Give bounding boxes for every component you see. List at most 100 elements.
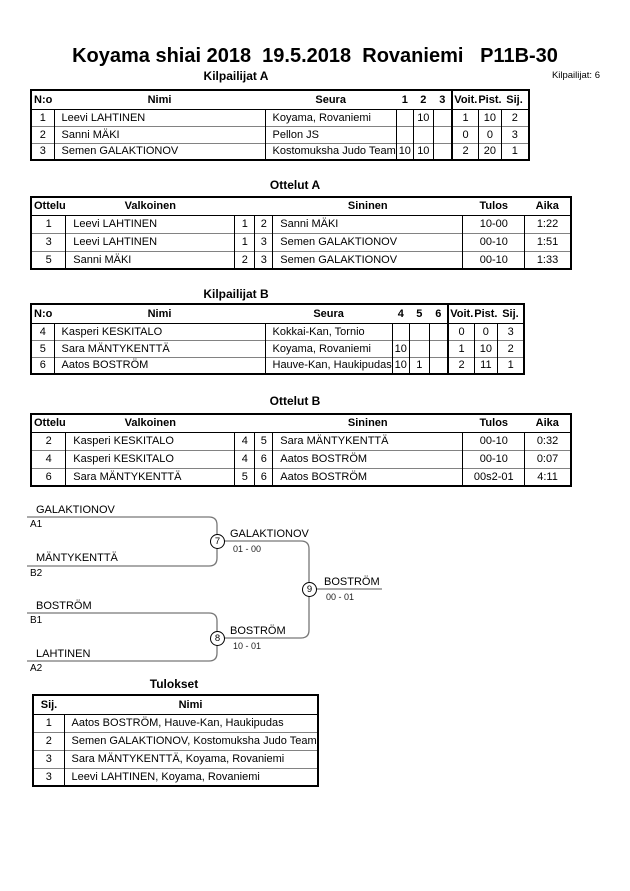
column-header bbox=[234, 197, 255, 216]
table-cell: 0:07 bbox=[524, 449, 571, 468]
table-cell bbox=[408, 339, 430, 357]
table-cell: 1 bbox=[31, 214, 66, 233]
table-cell: Semen GALAKTIONOV, Kostomuksha Judo Team bbox=[63, 731, 318, 750]
table-cell: 2 bbox=[254, 214, 273, 233]
column-header: Voit. bbox=[451, 90, 479, 110]
table-cell bbox=[395, 108, 414, 126]
column-header: Sininen bbox=[272, 414, 463, 433]
table-cell: Leevi LAHTINEN bbox=[65, 232, 235, 251]
column-header: Nimi bbox=[54, 304, 265, 324]
table-cell: 10 bbox=[473, 339, 498, 357]
table-cell: 11 bbox=[473, 356, 498, 374]
table-cell: Aatos BOSTRÖM, Hauve-Kan, Haukipudas bbox=[63, 713, 318, 732]
table-cell: 3 bbox=[254, 250, 273, 269]
column-header: Sij. bbox=[33, 695, 64, 715]
match-winner-name: BOSTRÖM bbox=[324, 576, 380, 588]
table-cell: 10 bbox=[391, 339, 410, 357]
table-cell bbox=[391, 322, 410, 340]
bracket-entry-seed: A2 bbox=[30, 663, 43, 674]
column-header: Ottelu bbox=[31, 414, 66, 433]
column-header: N:o bbox=[31, 90, 54, 110]
column-header: Nimi bbox=[64, 695, 318, 715]
table-cell: Kostomuksha Judo Team bbox=[264, 142, 397, 160]
column-header: Sij. bbox=[501, 90, 529, 110]
table-cell: 3 bbox=[254, 232, 273, 251]
table-cell: 4:11 bbox=[524, 467, 571, 486]
section-heading-kilpailijat-a: Kilpailijat A bbox=[203, 69, 269, 83]
table-cell: 0 bbox=[477, 125, 502, 143]
table-cell: 3 bbox=[31, 142, 54, 160]
table-cell: 5 bbox=[254, 431, 273, 450]
table-cell: 3 bbox=[31, 232, 66, 251]
column-header: Aika bbox=[524, 197, 571, 216]
bracket-entry-seed: B2 bbox=[30, 568, 43, 579]
section-heading-tulokset: Tulokset bbox=[149, 677, 199, 691]
match-winner-name: GALAKTIONOV bbox=[230, 528, 309, 540]
table-cell bbox=[408, 322, 430, 340]
column-header: Tulos bbox=[462, 197, 525, 216]
bracket-connector-final bbox=[217, 540, 310, 639]
table-cell: 3 bbox=[501, 125, 529, 143]
table-cell: 0 bbox=[447, 322, 475, 340]
table-cell: Kasperi KESKITALO bbox=[53, 322, 265, 340]
table-cell: 1 bbox=[447, 339, 475, 357]
bracket-entry-seed: A1 bbox=[30, 519, 43, 530]
column-header: Pist. bbox=[474, 304, 498, 324]
column-header: N:o bbox=[31, 304, 54, 324]
table-cell: 0 bbox=[473, 322, 498, 340]
table-cell: 1 bbox=[451, 108, 479, 126]
table-cell: 2 bbox=[234, 250, 255, 269]
bracket-entry-name: MÄNTYKENTTÄ bbox=[36, 552, 118, 564]
column-header: Valkoinen bbox=[65, 197, 235, 216]
table-cell: 3 bbox=[33, 749, 64, 768]
table-cell: 2 bbox=[501, 108, 529, 126]
table-cell: 4 bbox=[31, 449, 66, 468]
table-cell: 5 bbox=[31, 250, 66, 269]
table-cell: Sara MÄNTYKENTTÄ bbox=[65, 467, 235, 486]
table-cell bbox=[412, 125, 434, 143]
match-circle-8: 8 bbox=[210, 631, 225, 646]
table-cell: 10-00 bbox=[462, 214, 525, 233]
table-cell: 6 bbox=[31, 356, 54, 374]
match-score: 10 - 01 bbox=[233, 641, 262, 651]
table-cell: 10 bbox=[391, 356, 410, 374]
column-header: Sininen bbox=[272, 197, 463, 216]
table-cell: 00-10 bbox=[462, 232, 525, 251]
bracket-entry-seed: B1 bbox=[30, 615, 43, 626]
match-winner-name: BOSTRÖM bbox=[230, 625, 286, 637]
column-header: Seura bbox=[265, 90, 397, 110]
table-cell: 0:32 bbox=[524, 431, 571, 450]
table-cell: 1 bbox=[501, 142, 529, 160]
table-cell: 1 bbox=[408, 356, 430, 374]
column-header: Nimi bbox=[54, 90, 265, 110]
column-header bbox=[254, 197, 273, 216]
match-circle-9: 9 bbox=[302, 582, 317, 597]
table-cell: Semen GALAKTIONOV bbox=[53, 142, 265, 160]
table-cell: 2 bbox=[31, 125, 54, 143]
table-cell bbox=[432, 142, 453, 160]
table-cell: Sanni MÄKI bbox=[53, 125, 265, 143]
table-cell: 10 bbox=[412, 142, 434, 160]
match-circle-7: 7 bbox=[210, 534, 225, 549]
table-cell: 2 bbox=[31, 431, 66, 450]
table-cell: Aatos BOSTRÖM bbox=[272, 467, 463, 486]
table-cell: 2 bbox=[496, 339, 525, 357]
column-header: Sij. bbox=[497, 304, 525, 324]
table-cell: 20 bbox=[477, 142, 502, 160]
section-heading-ottelut-a: Ottelut A bbox=[269, 178, 321, 192]
table-cell: Semen GALAKTIONOV bbox=[272, 250, 463, 269]
table-cell: 5 bbox=[234, 467, 255, 486]
table-cell: Kokkai-Kan, Tornio bbox=[264, 322, 393, 340]
table-cell: 10 bbox=[412, 108, 434, 126]
table-cell: Sara MÄNTYKENTTÄ, Koyama, Rovaniemi bbox=[63, 749, 318, 768]
table-cell: 1 bbox=[31, 108, 54, 126]
